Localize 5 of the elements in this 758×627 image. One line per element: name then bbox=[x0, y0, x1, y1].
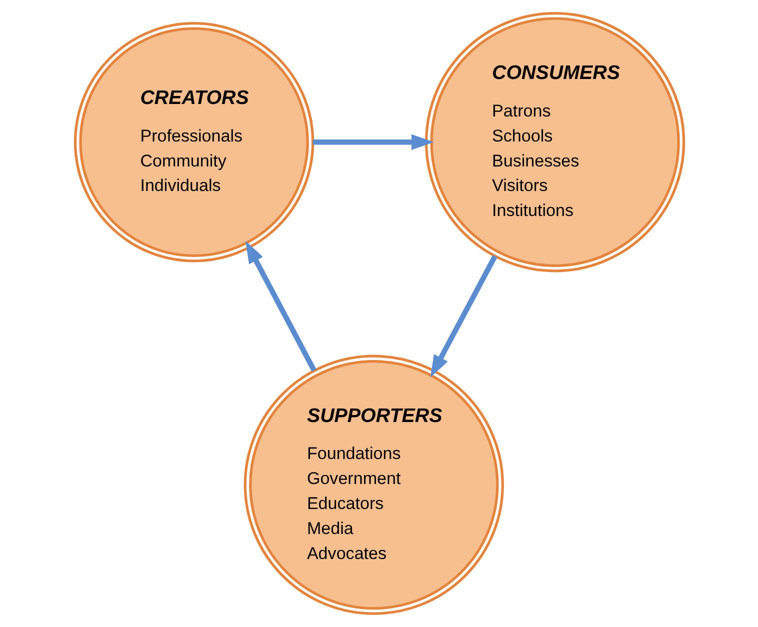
node-circle: CREATORS Professionals Community Individuals bbox=[73, 22, 314, 262]
node-circle: CONSUMERS Patrons Schools Businesses Visitors Institutions bbox=[424, 12, 685, 272]
arrow bbox=[312, 134, 434, 150]
arrow bbox=[245, 240, 316, 372]
arrow bbox=[430, 255, 497, 378]
